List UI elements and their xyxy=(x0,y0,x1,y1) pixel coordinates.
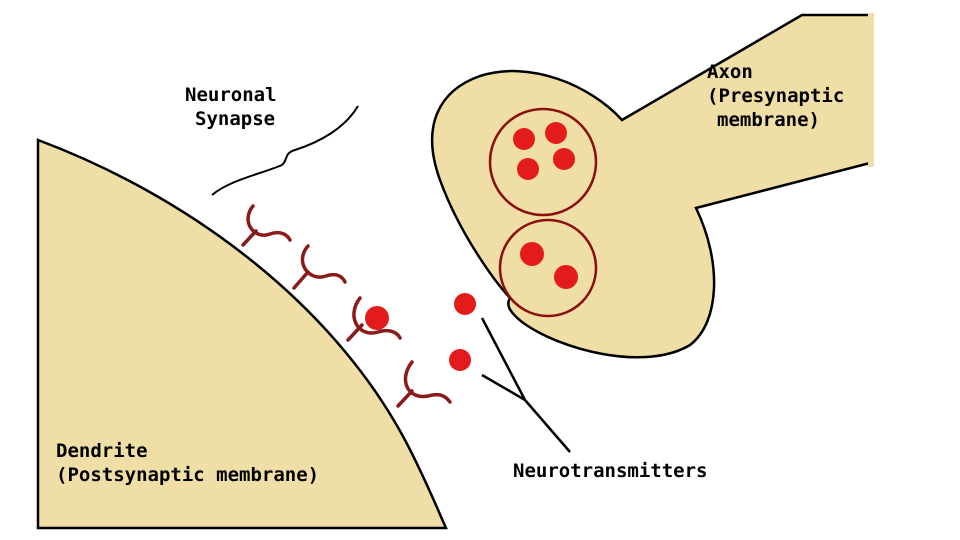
neurotransmitters-label: Neurotransmitters xyxy=(513,460,707,482)
receptor xyxy=(241,204,292,247)
axon-terminal xyxy=(430,13,872,359)
dendrite-label-line2: (Postsynaptic membrane) xyxy=(56,464,319,486)
synapse-bracket xyxy=(211,105,359,196)
dendrite-body xyxy=(36,138,448,530)
axon-label-line2: (Presynaptic xyxy=(707,85,844,107)
neurotransmitter-dot xyxy=(554,265,578,289)
axon-label-line1: Axon xyxy=(707,61,753,83)
neurotransmitter-dot xyxy=(449,349,471,371)
axon-edge-mask xyxy=(868,13,874,167)
receptor xyxy=(292,244,347,290)
axon-label: Axon (Presynaptic membrane) xyxy=(707,61,856,131)
neurotransmitter-dot xyxy=(513,128,535,150)
neurotransmitter-dot xyxy=(517,158,539,180)
neurotransmitter-dot xyxy=(520,242,544,266)
receptor xyxy=(396,360,452,408)
receptor xyxy=(346,296,402,342)
synapse-label-line2: Synapse xyxy=(195,108,275,130)
neurotransmitter-dot xyxy=(365,306,389,330)
dendrite-label: Dendrite (Postsynaptic membrane) xyxy=(56,440,319,486)
neurotransmitter-pointer xyxy=(480,317,571,453)
neurotransmitter-dot xyxy=(553,148,575,170)
neurotransmitter-dot xyxy=(454,293,476,315)
neurotransmitter-dot xyxy=(545,122,567,144)
vesicle-upper xyxy=(488,107,598,217)
vesicle-lower xyxy=(498,218,598,318)
synapse-label-line1: Neuronal xyxy=(185,84,277,106)
synapse-label: Neuronal Synapse xyxy=(185,84,288,130)
dendrite-label-line1: Dendrite xyxy=(56,440,148,462)
axon-label-line3: membrane) xyxy=(717,109,820,131)
